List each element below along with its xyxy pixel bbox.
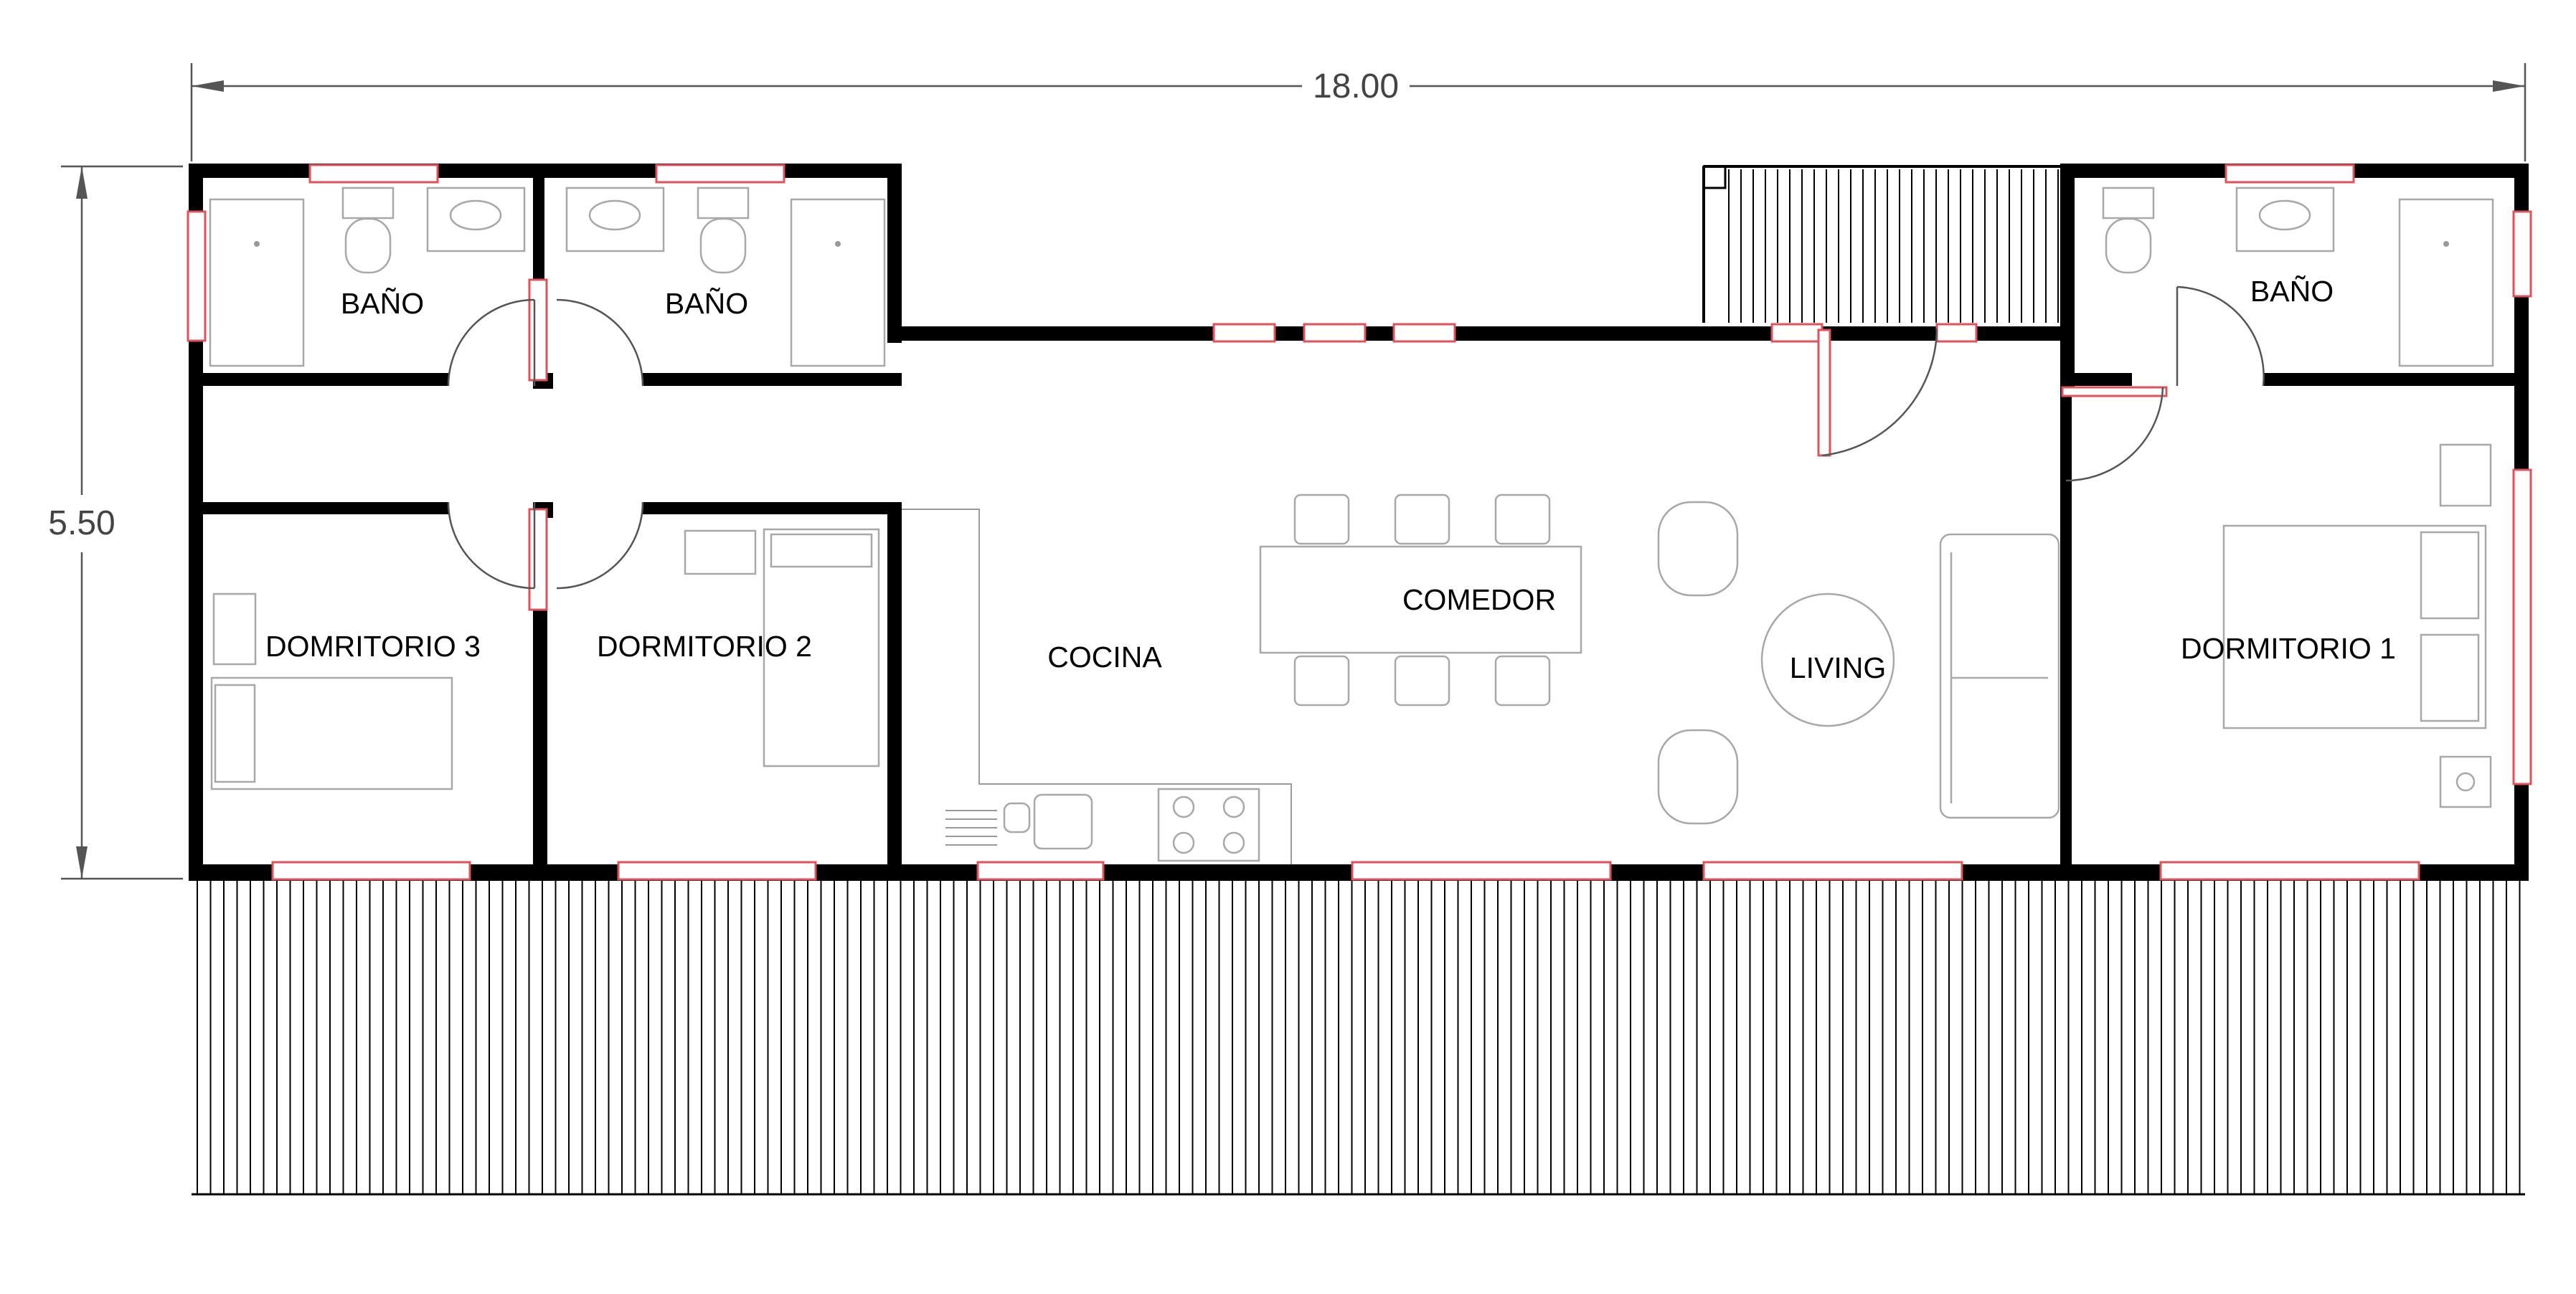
- living-set: [1657, 501, 2060, 825]
- room-label-cocina: COCINA: [1047, 641, 1162, 674]
- deck: [192, 881, 2525, 1196]
- room-label-dormitorio-1: DORMITORIO 1: [2181, 632, 2396, 665]
- width-dimension-label: 18.00: [1313, 67, 1399, 105]
- room-label-bano-2: BAÑO: [665, 287, 748, 320]
- entrance-deck: [1702, 165, 2071, 323]
- room-label-dormitorio-2: DORMITORIO 2: [597, 630, 812, 663]
- kitchen: [902, 509, 1292, 864]
- room-label-bano-1: BAÑO: [341, 287, 424, 320]
- dining-set: [1259, 493, 1582, 707]
- bedroom-furniture: [210, 443, 2492, 808]
- windows: [187, 164, 2532, 881]
- room-label-dormitorio-3: DOMRITORIO 3: [265, 630, 481, 663]
- room-label-living: LIVING: [1790, 651, 1886, 684]
- room-label-bano-3: BAÑO: [2250, 275, 2334, 308]
- height-dimension-label: 5.50: [48, 504, 115, 542]
- dimension-width: 18.00: [190, 63, 2527, 161]
- dimension-height: 5.50: [48, 165, 183, 880]
- room-label-comedor: COMEDOR: [1402, 583, 1556, 616]
- room-labels: BAÑO BAÑO BAÑO DOMRITORIO 3 DORMITORIO 2…: [265, 275, 2396, 684]
- doors: [447, 285, 2265, 590]
- bathroom-fixtures: [209, 186, 2494, 367]
